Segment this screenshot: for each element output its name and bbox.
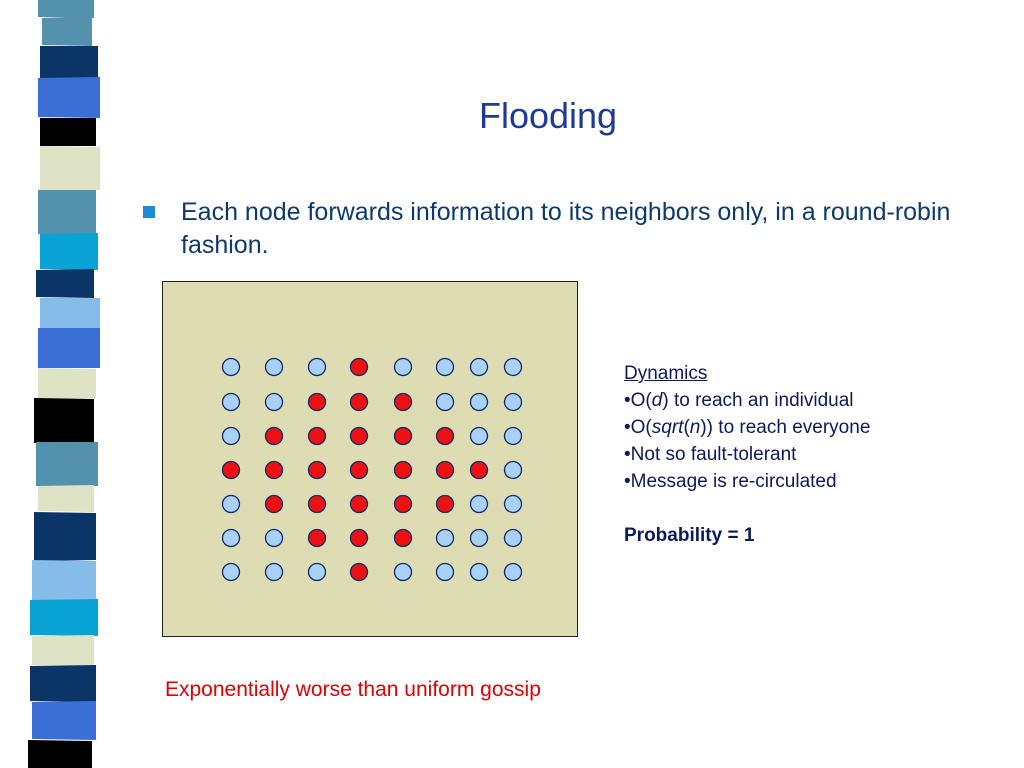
probability-label: Probability = 1 (624, 525, 755, 546)
bullet-text: Each node forwards information to its ne… (181, 198, 951, 259)
informed-node (307, 494, 327, 514)
uninformed-node (307, 562, 327, 582)
uninformed-node (469, 357, 489, 377)
stripe-band (36, 269, 94, 298)
decorative-stripe-bar (28, 0, 100, 768)
stripe-band (38, 368, 96, 399)
stripe-band (28, 740, 92, 768)
stripe-band (38, 485, 94, 512)
dynamics-line-recirculated: •Message is re-circulated (624, 471, 837, 492)
informed-node (221, 460, 241, 480)
uninformed-node (435, 392, 455, 412)
uninformed-node (264, 528, 284, 548)
uninformed-node (221, 392, 241, 412)
uninformed-node (469, 494, 489, 514)
uninformed-node (469, 426, 489, 446)
informed-node (435, 426, 455, 446)
informed-node (349, 357, 369, 377)
dynamics-line-fault: •Not so fault-tolerant (624, 444, 797, 465)
informed-node (307, 528, 327, 548)
uninformed-node (264, 562, 284, 582)
uninformed-node (469, 562, 489, 582)
informed-node (264, 426, 284, 446)
stripe-band (38, 77, 100, 118)
informed-node (349, 528, 369, 548)
informed-node (393, 494, 413, 514)
dynamics-panel: Dynamics •O(d) to reach an individual •O… (624, 360, 870, 549)
uninformed-node (503, 392, 523, 412)
stripe-band (38, 328, 100, 368)
informed-node (393, 392, 413, 412)
informed-node (349, 426, 369, 446)
stripe-band (40, 233, 98, 270)
informed-node (435, 460, 455, 480)
stripe-band (30, 665, 96, 702)
informed-node (307, 426, 327, 446)
uninformed-node (393, 562, 413, 582)
informed-node (393, 426, 413, 446)
comparison-note: Exponentially worse than uniform gossip (165, 678, 541, 701)
informed-node (349, 460, 369, 480)
uninformed-node (503, 426, 523, 446)
uninformed-node (393, 357, 413, 377)
dynamics-line-individual: •O(d) to reach an individual (624, 390, 854, 411)
uninformed-node (435, 528, 455, 548)
stripe-band (40, 298, 100, 328)
stripe-band (36, 442, 98, 486)
uninformed-node (469, 528, 489, 548)
informed-node (264, 460, 284, 480)
stripe-band (34, 398, 94, 443)
square-bullet-icon (143, 206, 155, 218)
informed-node (393, 460, 413, 480)
informed-node (349, 562, 369, 582)
dynamics-heading: Dynamics (624, 363, 708, 384)
uninformed-node (503, 528, 523, 548)
stripe-band (32, 560, 96, 601)
stripe-band (40, 146, 100, 191)
uninformed-node (221, 426, 241, 446)
node-grid-panel (162, 281, 578, 637)
stripe-band (32, 701, 96, 740)
informed-node (307, 460, 327, 480)
uninformed-node (221, 562, 241, 582)
informed-node (264, 494, 284, 514)
uninformed-node (435, 562, 455, 582)
uninformed-node (503, 562, 523, 582)
uninformed-node (469, 392, 489, 412)
stripe-band (40, 46, 98, 78)
informed-node (307, 392, 327, 412)
stripe-band (38, 190, 96, 234)
node-grid (221, 357, 523, 582)
uninformed-node (221, 357, 241, 377)
uninformed-node (435, 357, 455, 377)
uninformed-node (221, 494, 241, 514)
uninformed-node (503, 460, 523, 480)
stripe-band (38, 0, 94, 18)
slide-title: Flooding (478, 95, 618, 136)
uninformed-node (264, 392, 284, 412)
stripe-band (32, 635, 94, 666)
dynamics-line-everyone: •O(sqrt(n)) to reach everyone (624, 417, 871, 438)
uninformed-node (307, 357, 327, 377)
informed-node (435, 494, 455, 514)
informed-node (393, 528, 413, 548)
uninformed-node (503, 357, 523, 377)
stripe-band (30, 599, 98, 636)
informed-node (469, 460, 489, 480)
uninformed-node (503, 494, 523, 514)
stripe-band (34, 512, 96, 561)
stripe-band (42, 17, 92, 46)
informed-node (349, 494, 369, 514)
informed-node (349, 392, 369, 412)
uninformed-node (221, 528, 241, 548)
stripe-band (40, 118, 96, 146)
uninformed-node (264, 357, 284, 377)
